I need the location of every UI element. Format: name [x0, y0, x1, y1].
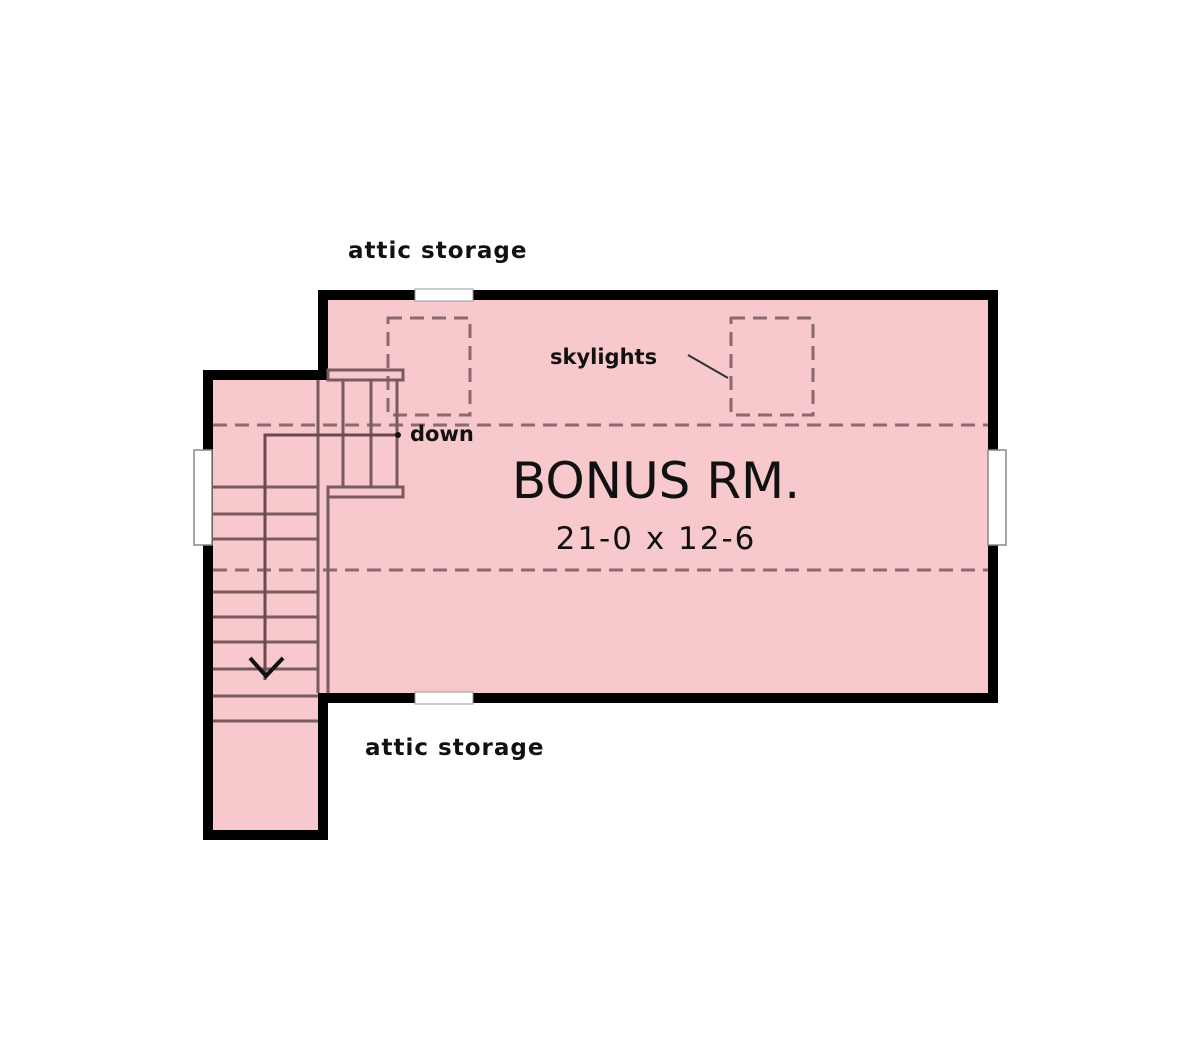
skylights-label: skylights [550, 345, 657, 369]
window-top [414, 288, 474, 302]
skylight-left [386, 316, 472, 417]
skylights-leader [687, 354, 729, 379]
window-bottom [414, 691, 474, 705]
staircase [213, 368, 405, 723]
room-dimensions: 21-0 x 12-6 [556, 521, 757, 557]
windows [193, 288, 1007, 705]
window-left [193, 449, 213, 546]
room-name: BONUS RM. [512, 452, 800, 510]
stair-direction-line [263, 433, 398, 680]
attic-storage-top-label: attic storage [348, 238, 527, 264]
skylight-right [729, 316, 815, 417]
attic-storage-bottom-label: attic storage [365, 735, 544, 761]
window-right [987, 449, 1007, 546]
stair-down-label: down [410, 422, 474, 446]
chevron-down-icon [248, 656, 285, 679]
